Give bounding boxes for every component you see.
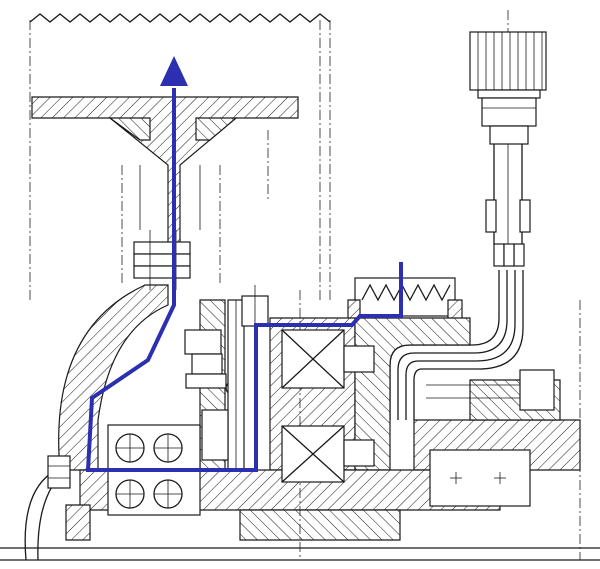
coil-upper [281,329,375,389]
flow-arrow-icon [160,56,188,86]
flow-path [85,56,403,472]
drive-shaft-column [29,13,331,300]
bolts [47,230,269,489]
spring [347,277,463,321]
right-cylinder [426,369,555,507]
connector-plug [469,10,547,267]
coil-lower [281,425,375,483]
